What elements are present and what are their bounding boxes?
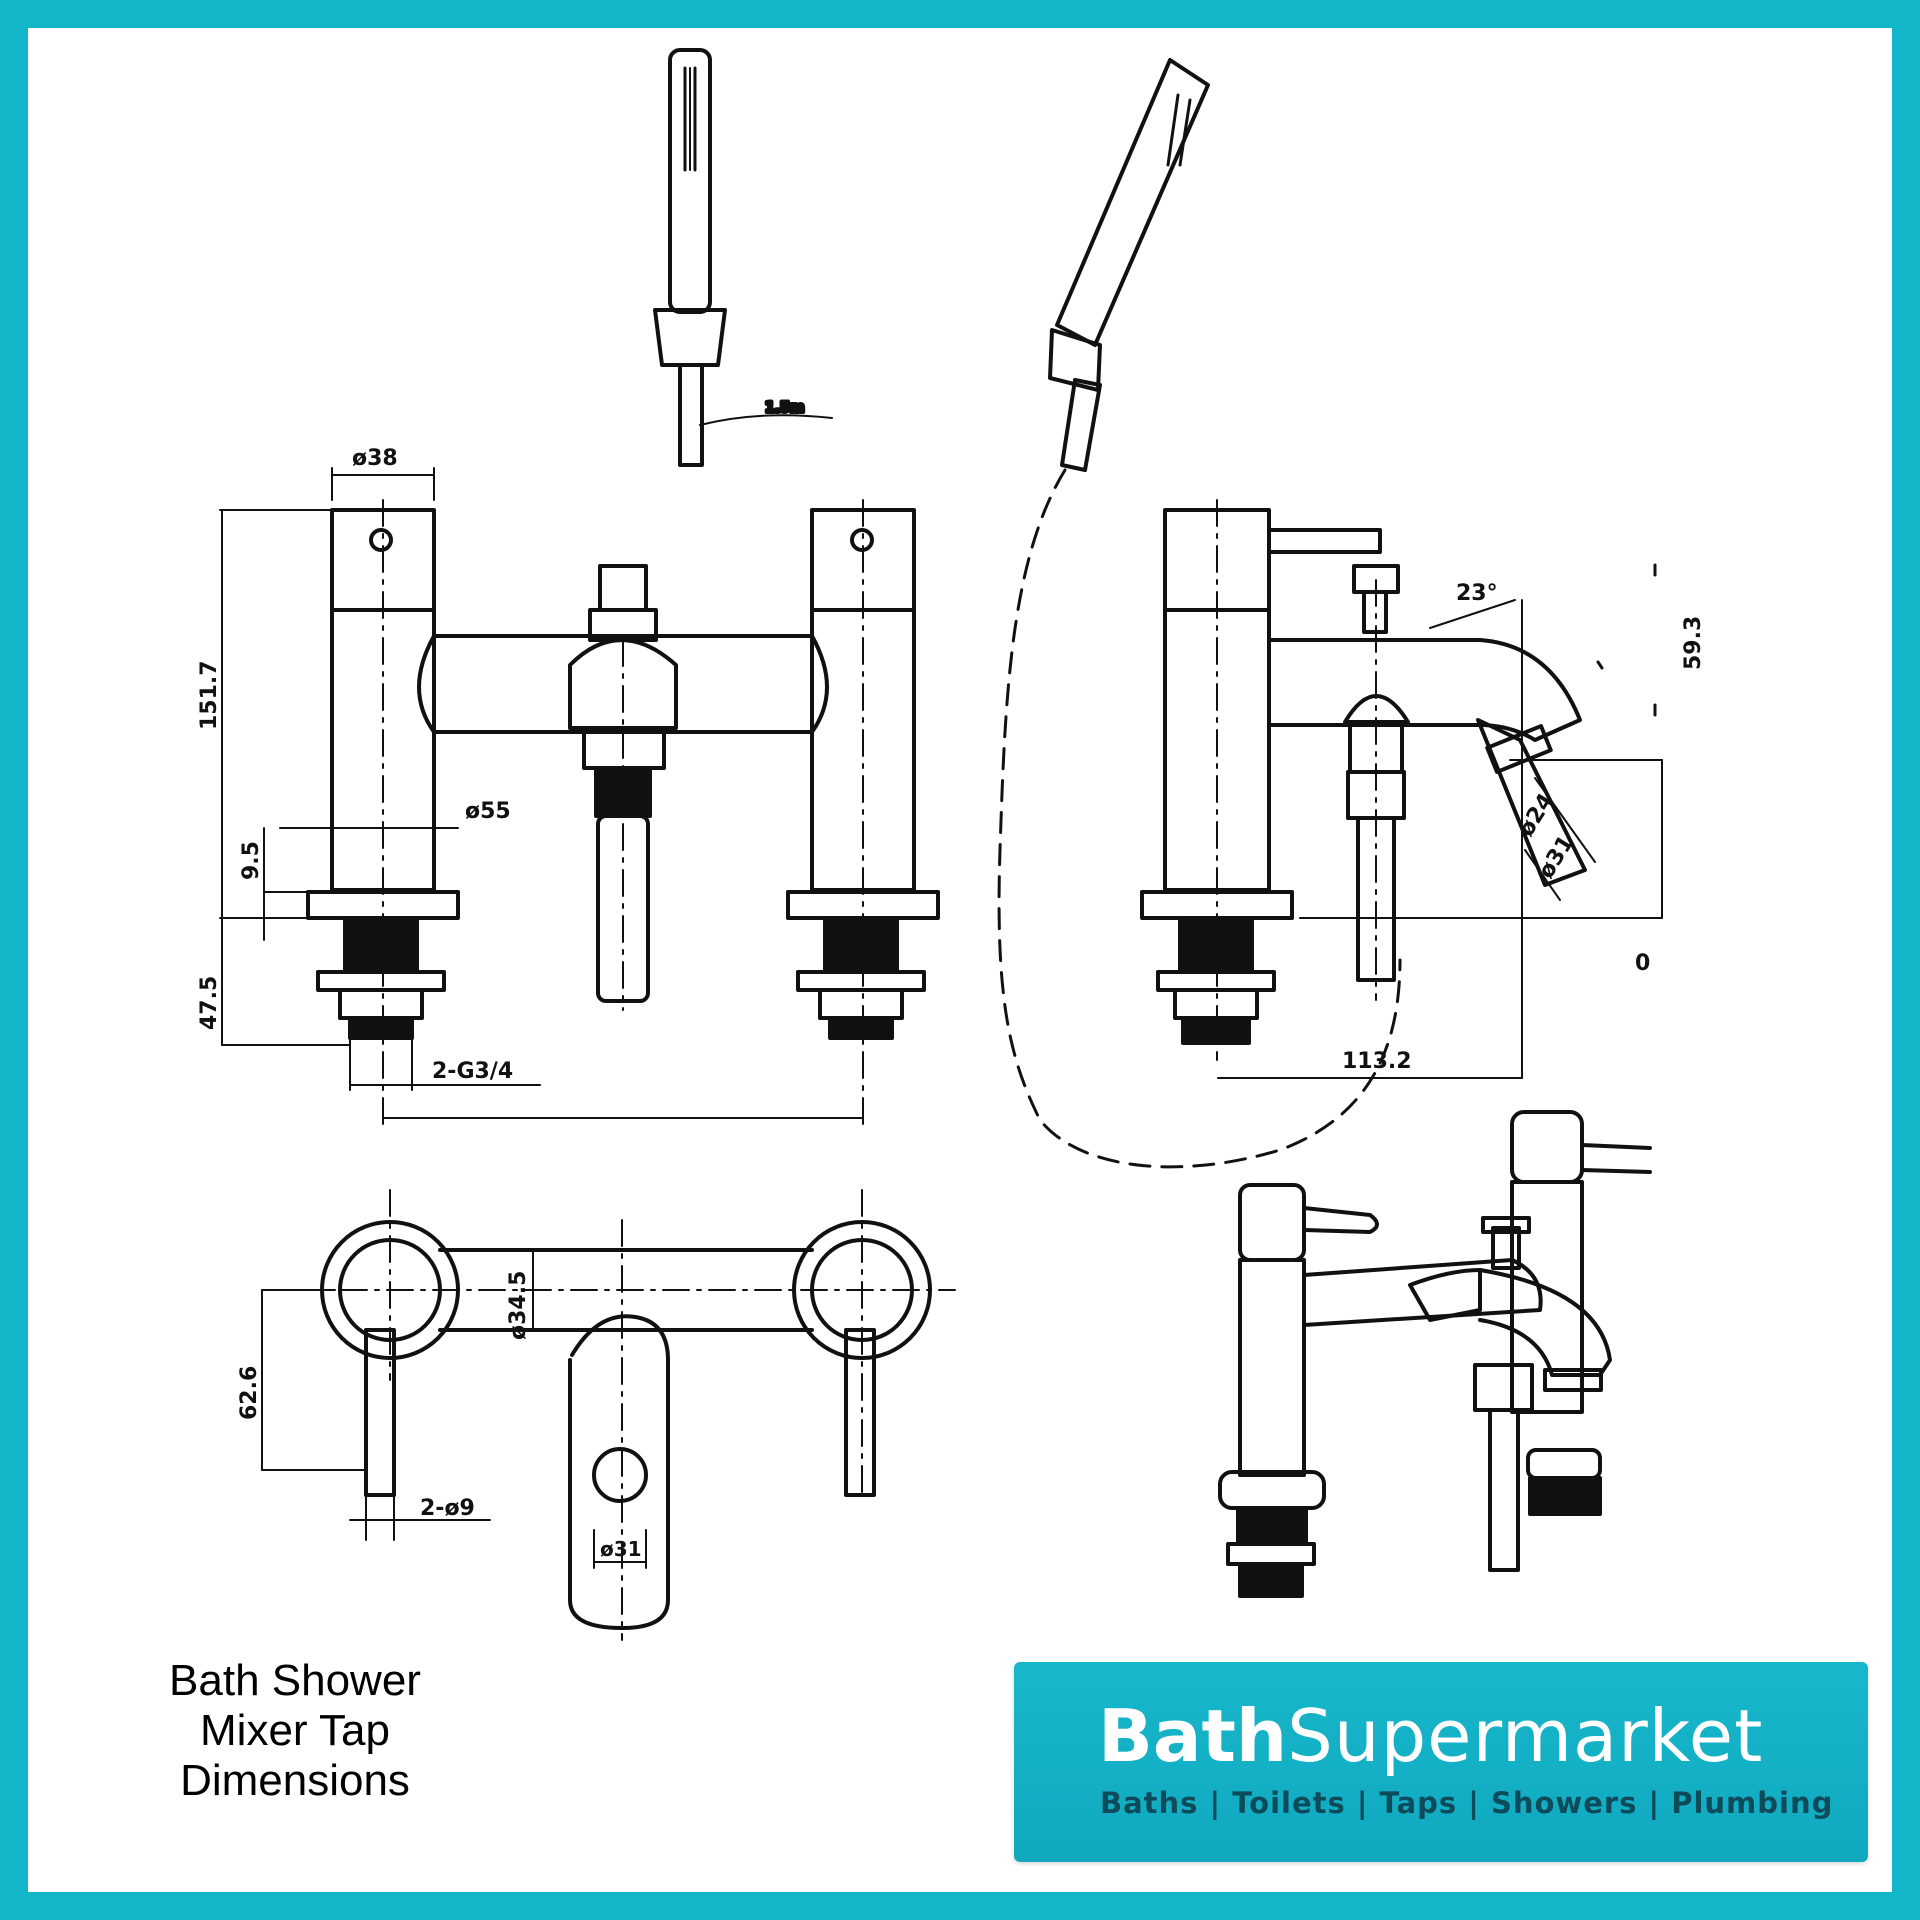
thread-length-label: 47.5 bbox=[197, 976, 222, 1030]
diverter-diameter-label: ø31 bbox=[600, 1537, 642, 1561]
spout-reach-label: 113.2 bbox=[1342, 1049, 1412, 1074]
handset-side-view bbox=[997, 58, 1402, 1169]
brand-tagline: Baths | Toilets | Taps | Showers | Plumb… bbox=[1100, 1786, 1834, 1820]
lever-diameter-label: 2-ø9 bbox=[420, 1496, 475, 1521]
base-height-label: 9.5 bbox=[239, 841, 264, 880]
spout-inner-label: ø24 bbox=[1514, 789, 1559, 841]
caption-line-2: Mixer Tap bbox=[200, 1706, 390, 1755]
front-elevation bbox=[306, 499, 940, 1131]
perspective-view bbox=[1218, 1110, 1652, 1598]
body-width-label: ø34.5 bbox=[506, 1271, 531, 1340]
side-dimension-lines bbox=[1217, 563, 1663, 1079]
brand-name-bold: Bath bbox=[1098, 1694, 1288, 1778]
diagram-caption: Bath Shower Mixer Tap Dimensions bbox=[100, 1656, 490, 1806]
brand-name: BathSupermarket bbox=[1098, 1696, 1763, 1776]
handle-offset-label: 62.6 bbox=[237, 1366, 262, 1420]
brand-name-light: Supermarket bbox=[1287, 1694, 1764, 1778]
connections-label: 2-G3/4 bbox=[432, 1059, 513, 1084]
front-dimension-lines bbox=[219, 467, 864, 1119]
spout-height-label: 59.3 bbox=[1681, 616, 1706, 670]
plan-dimension-lines bbox=[261, 1249, 647, 1569]
handset-front-view bbox=[653, 48, 833, 467]
side-elevation bbox=[1140, 499, 1587, 1061]
plan-view bbox=[294, 1189, 956, 1641]
drawing-panel: 1.5m bbox=[28, 28, 1892, 1892]
caption-line-3: Dimensions bbox=[180, 1756, 410, 1805]
hose-length-label: 1.5m bbox=[765, 400, 804, 416]
zero-label: 0 bbox=[1635, 951, 1650, 976]
overall-height-label: 151.7 bbox=[197, 660, 222, 730]
handle-diameter-label: ø38 bbox=[352, 446, 398, 471]
spout-angle-label: 23° bbox=[1456, 581, 1498, 606]
base-diameter-label: ø55 bbox=[465, 799, 511, 824]
bath-supermarket-logo: BathSupermarket Baths | Toilets | Taps |… bbox=[1014, 1662, 1868, 1862]
technical-drawing: 1.5m bbox=[197, 48, 1706, 1641]
caption-line-1: Bath Shower bbox=[169, 1656, 421, 1705]
